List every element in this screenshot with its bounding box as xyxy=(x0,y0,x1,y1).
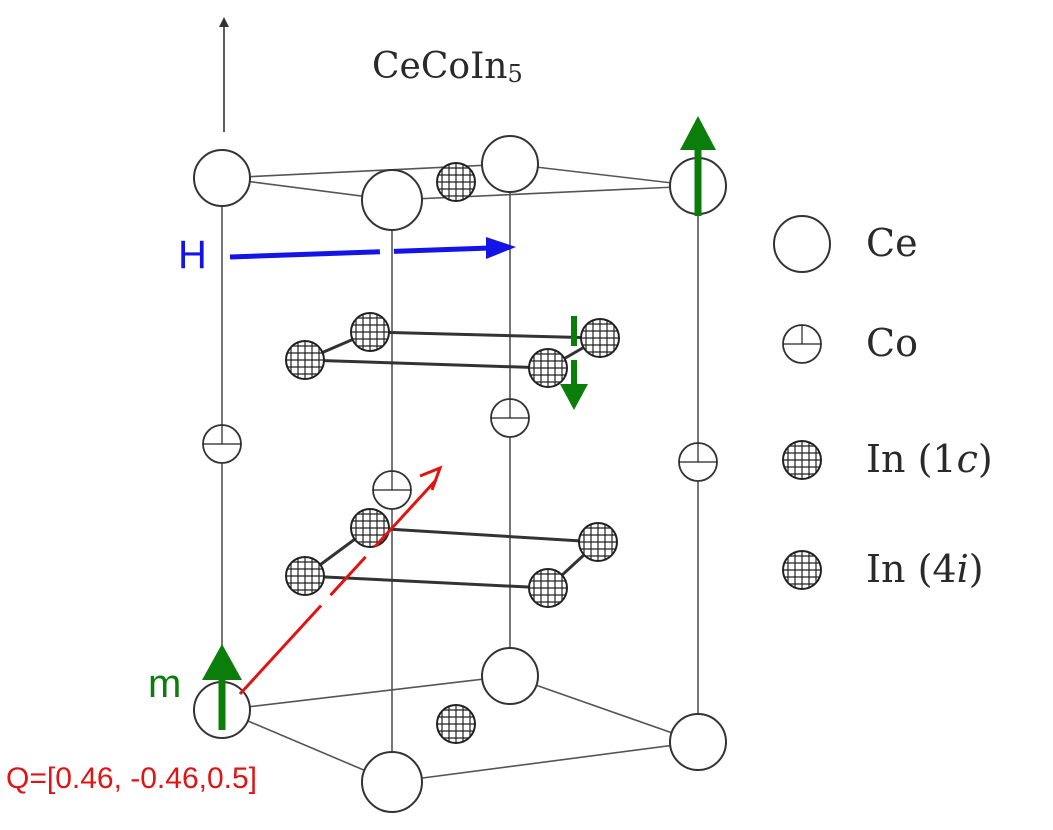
legend-item-co: Co xyxy=(782,321,918,365)
q-vector-label: Q=[0.46, -0.46,0.5] xyxy=(6,762,257,795)
legend-item-ce: Ce xyxy=(773,215,918,273)
moment-label: m xyxy=(148,662,181,706)
moment-arrow-up-bottom-left xyxy=(202,644,242,730)
legend: Ce Co In (1c) In (4i) xyxy=(773,215,993,591)
legend-label-in-1c: In (1c) xyxy=(866,437,993,481)
legend-item-in-1c: In (1c) xyxy=(782,437,993,481)
field-arrow xyxy=(229,237,516,260)
legend-label-co: Co xyxy=(866,321,918,365)
ce-atoms xyxy=(193,135,727,813)
legend-label-in-4i: In (4i) xyxy=(866,547,984,591)
legend-item-in-4i: In (4i) xyxy=(782,547,984,591)
co-atoms xyxy=(202,398,718,510)
in-4i-icon xyxy=(782,550,822,590)
legend-label-ce: Ce xyxy=(866,221,918,265)
moment-arrow-up-top-right xyxy=(680,116,716,216)
co-icon xyxy=(782,324,822,364)
field-label: H xyxy=(178,233,207,277)
in-1c-icon xyxy=(782,440,822,480)
structure-title: CeCoIn5 xyxy=(372,46,523,88)
ce-icon xyxy=(773,215,831,273)
q-vector-arrow xyxy=(238,465,443,696)
moment-arrow-down-center xyxy=(560,316,588,410)
